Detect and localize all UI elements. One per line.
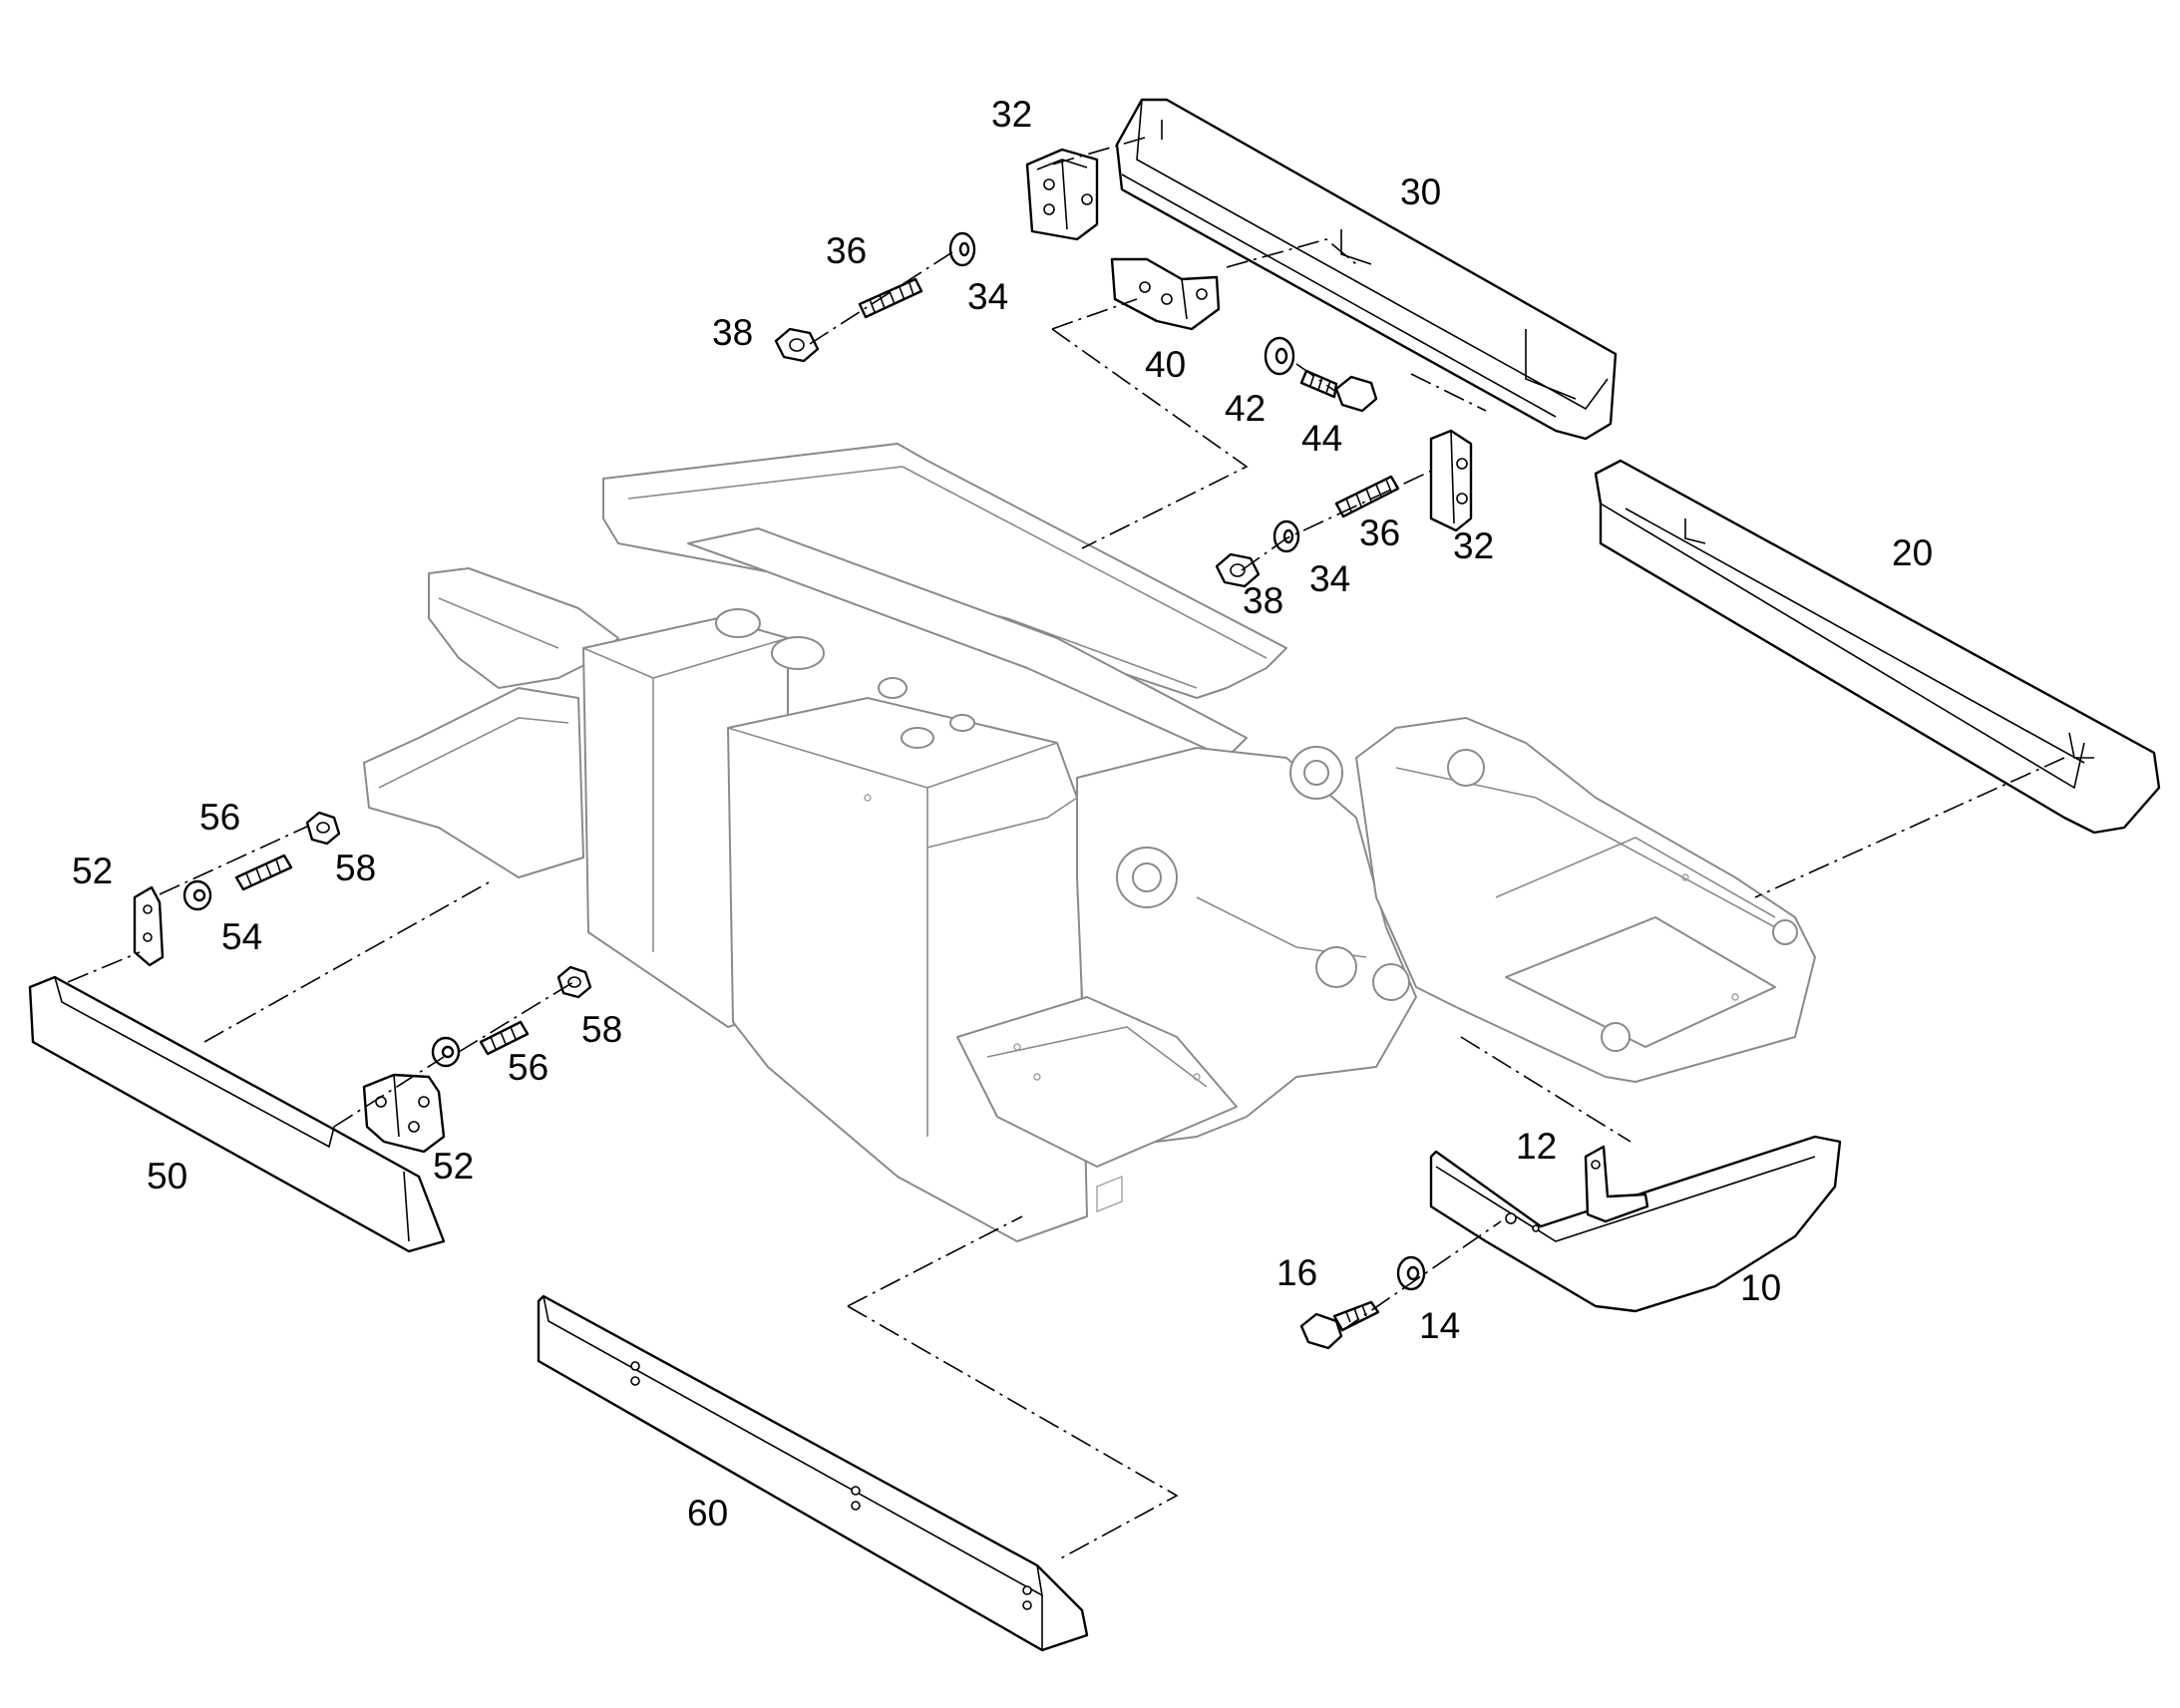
part-36-stud-top	[858, 277, 923, 319]
callout-50: 50	[147, 1156, 187, 1196]
part-50-cover	[28, 975, 446, 1253]
callout-32-right: 32	[1453, 525, 1494, 566]
callout-38-right: 38	[1243, 580, 1283, 621]
part-58-nut-upper	[305, 811, 341, 846]
callout-36-top: 36	[826, 230, 867, 271]
part-38-nut-right	[1215, 552, 1261, 588]
callout-44: 44	[1301, 418, 1342, 459]
part-56-stud-upper	[234, 854, 293, 891]
callout-54: 54	[221, 916, 262, 957]
callout-34-right: 34	[1309, 558, 1350, 599]
callout-40: 40	[1145, 344, 1186, 385]
callout-34-top: 34	[967, 276, 1008, 317]
callout-36-right: 36	[1359, 512, 1400, 553]
callout-12: 12	[1516, 1126, 1557, 1167]
part-44-bolt	[1299, 369, 1378, 413]
part-32-bracket-right	[1429, 429, 1473, 532]
part-34-washer-top	[948, 231, 976, 267]
leader-lines	[67, 137, 2065, 1561]
part-42-washer	[1264, 336, 1295, 376]
part-14-washer	[1396, 1255, 1426, 1291]
part-12-bracket	[1584, 1145, 1649, 1223]
part-56-stud-lower	[479, 1020, 530, 1056]
callout-20: 20	[1892, 532, 1933, 573]
part-52-bracket-lower	[362, 1073, 446, 1154]
callout-38-top: 38	[712, 312, 753, 353]
callout-52-upper: 52	[72, 851, 113, 891]
callout-52-lower: 52	[433, 1146, 474, 1187]
part-30-cover	[1115, 98, 1618, 441]
callout-labels: 32 30 36 34 38 40 42 44 20 36 32 38 34 5…	[72, 94, 1933, 1534]
callout-14: 14	[1419, 1305, 1460, 1346]
callout-58-upper: 58	[335, 848, 376, 888]
callout-60: 60	[687, 1493, 728, 1534]
part-38-nut-top	[774, 327, 820, 363]
callout-42: 42	[1225, 388, 1266, 429]
part-10-bumper	[1429, 1135, 1842, 1313]
part-54-washer	[182, 879, 212, 911]
callout-32-top: 32	[991, 94, 1032, 135]
part-52-bracket-upper	[133, 885, 165, 967]
part-20-cover	[1594, 459, 2161, 835]
part-34-washer-right	[1272, 519, 1300, 553]
callout-30: 30	[1400, 171, 1441, 212]
callout-10: 10	[1740, 1267, 1781, 1308]
main-frame-chassis	[363, 443, 1816, 1242]
callout-16: 16	[1276, 1252, 1317, 1293]
part-32-bracket-top	[1025, 148, 1099, 241]
callout-58-lower: 58	[581, 1009, 622, 1050]
part-60-cover	[537, 1294, 1089, 1652]
part-58-nut-lower	[556, 965, 592, 999]
callout-56-lower: 56	[508, 1047, 548, 1088]
callout-56-upper: 56	[199, 797, 240, 838]
part-16-bolt	[1299, 1300, 1380, 1350]
part-40-bracket	[1110, 257, 1221, 331]
